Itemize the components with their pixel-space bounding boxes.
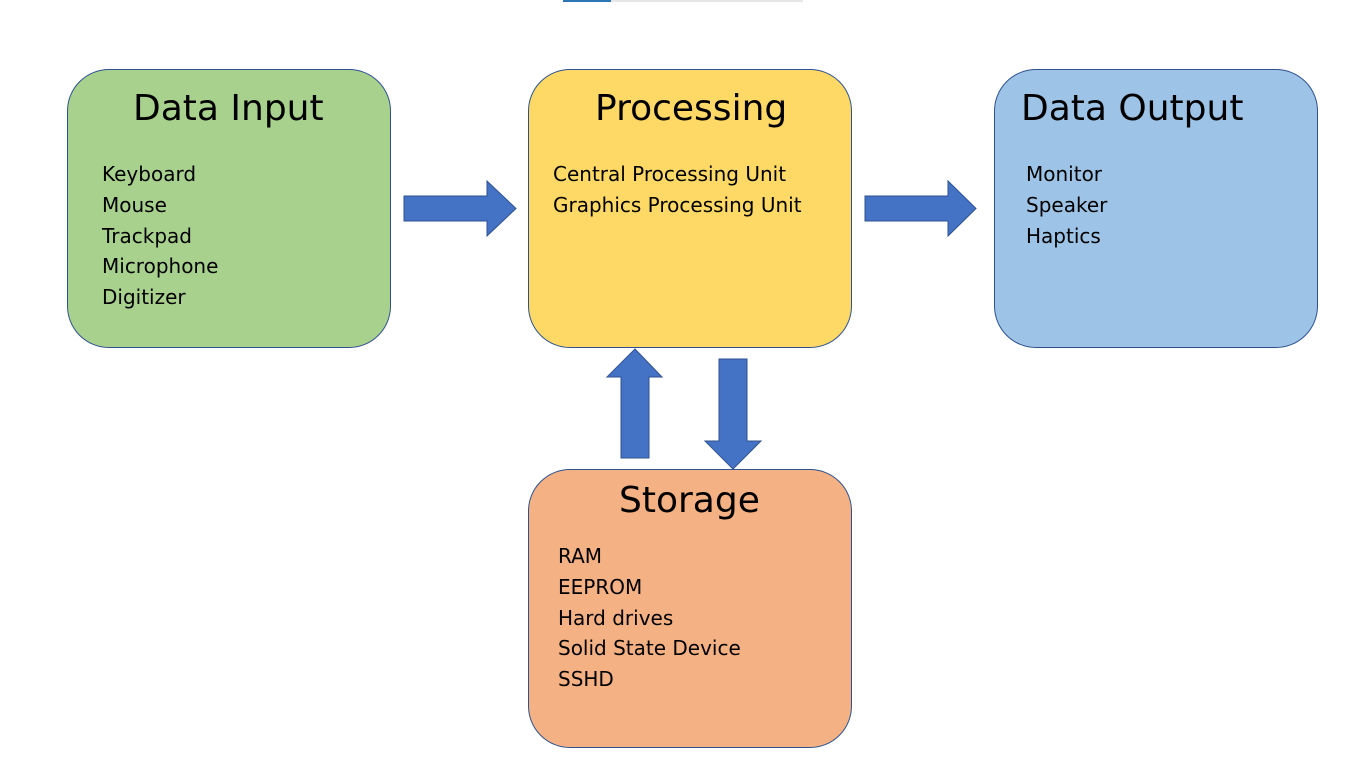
top-strip-accent bbox=[563, 0, 611, 2]
arrow-input-to-processing bbox=[403, 179, 517, 238]
list-item: EEPROM bbox=[558, 574, 643, 599]
list-item: SSHD bbox=[558, 667, 614, 692]
storage-title: Storage bbox=[619, 480, 760, 521]
list-item: Central Processing Unit bbox=[553, 162, 787, 186]
list-item: Solid State Device bbox=[558, 636, 741, 661]
list-item: Digitizer bbox=[102, 285, 186, 310]
list-item: RAM bbox=[558, 544, 603, 568]
list-item: Keyboard bbox=[102, 162, 197, 186]
arrow-processing-to-output bbox=[864, 179, 977, 238]
processing-title: Processing bbox=[595, 88, 788, 129]
list-item: Haptics bbox=[1026, 223, 1101, 248]
data-input-title: Data Input bbox=[133, 88, 324, 129]
arrow-storage-to-processing bbox=[605, 348, 664, 459]
list-item: Graphics Processing Unit bbox=[553, 192, 802, 217]
list-item: Trackpad bbox=[102, 223, 192, 248]
list-item: Microphone bbox=[102, 254, 219, 279]
list-item: Speaker bbox=[1026, 192, 1108, 217]
list-item: Mouse bbox=[102, 192, 167, 217]
list-item: Monitor bbox=[1026, 162, 1103, 186]
arrow-processing-to-storage bbox=[703, 358, 763, 470]
data-output-title: Data Output bbox=[1021, 88, 1244, 129]
list-item: Hard drives bbox=[558, 605, 674, 630]
top-toolbar-strip bbox=[563, 0, 803, 2]
